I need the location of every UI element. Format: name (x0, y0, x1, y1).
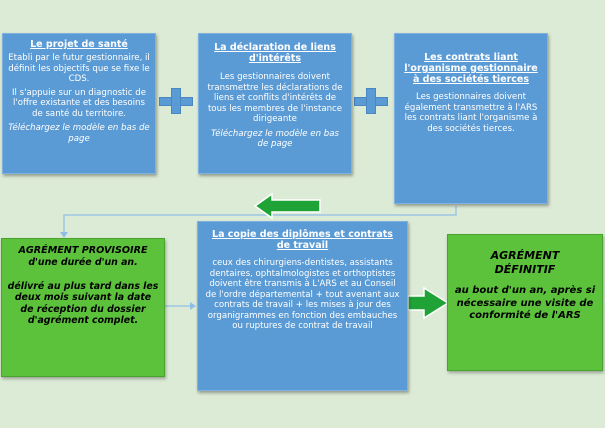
agrement-definitif-text: au bout d'un an, après si nécessaire une… (454, 285, 596, 321)
connector-arrowhead-right (190, 302, 196, 310)
box-projet-de-sante: Le projet de santé Etabli par le futur g… (2, 33, 156, 174)
box-title: La copie des diplômes et contrats de tra… (212, 229, 393, 251)
arrow-right-icon (407, 286, 450, 320)
box-copie-diplomes: La copie des diplômes et contrats de tra… (197, 221, 408, 391)
arrow-left-icon (253, 192, 321, 220)
download-note: Téléchargez le modèle en bas de page (211, 128, 339, 150)
box-agrement-provisoire: AGRÉMENT PROVISOIRE d'une durée d'un an.… (1, 238, 165, 377)
agrement-provisoire-title: AGRÉMENT PROVISOIRE (18, 245, 148, 256)
box-declaration-liens: La déclaration de liens d'intérêts Les g… (198, 33, 352, 174)
download-note: Téléchargez le modèle en bas de page (8, 123, 150, 144)
agrement-definitif-title: AGRÉMENT DÉFINITIF (490, 249, 560, 276)
agrement-duration: d'une durée d'un an. (28, 257, 138, 268)
box-title: La déclaration de liens d'intérêts (214, 42, 336, 64)
plus-icon (354, 88, 388, 114)
agrement-delivery-text: délivré au plus tard dans les deux mois … (7, 280, 159, 327)
box-title: Le projet de santé (30, 39, 128, 50)
connector-to-provisoire (63, 206, 457, 234)
connector-arrowhead-down (60, 232, 68, 238)
box-title: Les contrats liant l'organisme gestionna… (404, 52, 538, 85)
box-text: Il s'appuie sur un diagnostic de l'offre… (11, 87, 147, 119)
plus-icon (159, 88, 193, 114)
box-agrement-definitif: AGRÉMENT DÉFINITIF au bout d'un an, aprè… (447, 234, 603, 371)
box-text: Les gestionnaires doivent transmettre le… (207, 72, 343, 124)
box-text: ceux des chirurgiens-dentistes, assistan… (205, 258, 400, 331)
box-text: Les gestionnaires doivent également tran… (404, 92, 538, 134)
box-contrats-tierces: Les contrats liant l'organisme gestionna… (394, 33, 548, 204)
box-text: Etabli par le futur gestionnaire, il déf… (8, 53, 150, 84)
